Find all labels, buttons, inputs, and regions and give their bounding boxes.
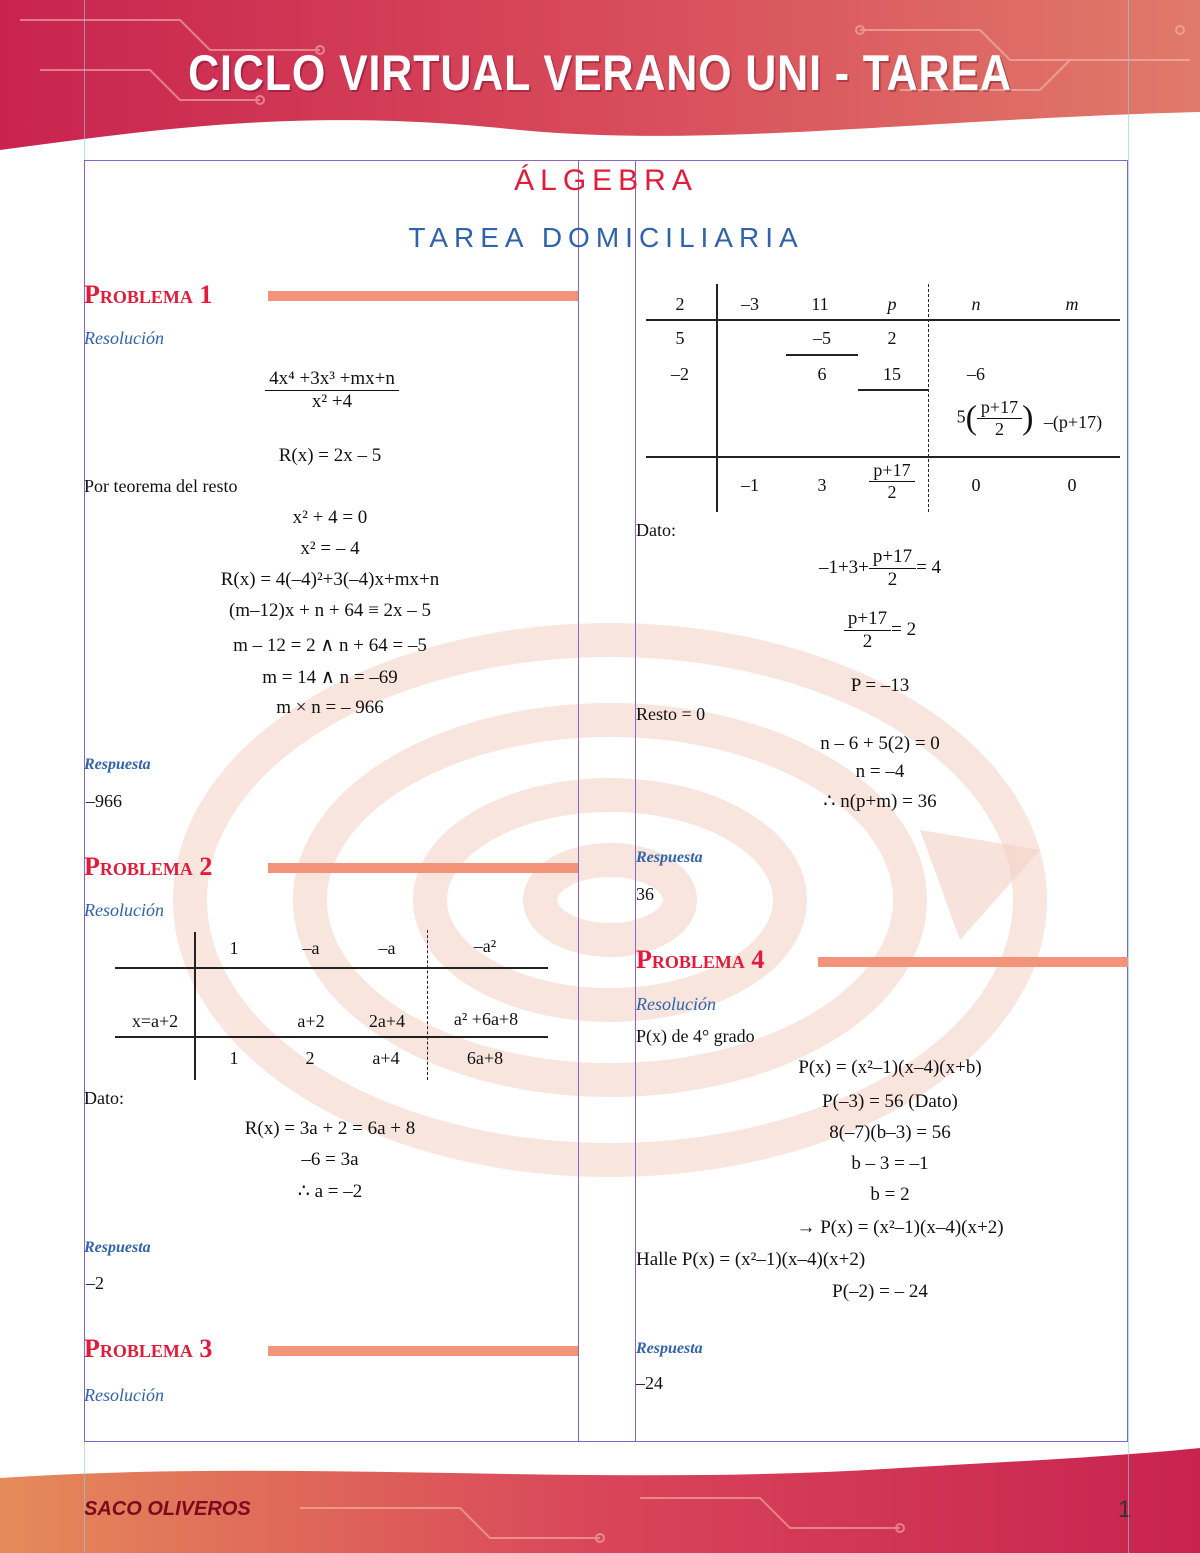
answer-label: Respuesta xyxy=(84,1239,151,1256)
p3-answer: 36 xyxy=(636,884,654,904)
resolution-label: Resolución xyxy=(636,994,716,1014)
p1-line: R(x) = 2x – 5 xyxy=(278,445,382,466)
p4-line: P(–3) = 56 (Dato) xyxy=(822,1091,958,1112)
p1-line: x² = – 4 xyxy=(300,538,360,559)
column-divider xyxy=(578,160,579,1442)
resolution-label: Resolución xyxy=(84,900,164,920)
p4-answer: –24 xyxy=(636,1373,663,1393)
answer-label: Respuesta xyxy=(636,1340,703,1357)
resolution-label: Resolución xyxy=(84,1385,164,1405)
header-band xyxy=(0,0,1200,150)
answer-label: Respuesta xyxy=(84,756,151,773)
footer-brand: SACO OLIVEROS xyxy=(84,1498,251,1520)
guide-line xyxy=(1128,0,1129,1553)
column-divider xyxy=(635,160,636,1442)
p3-line: n – 6 + 5(2) = 0 xyxy=(820,733,940,754)
p1-line: x² + 4 = 0 xyxy=(292,507,368,528)
resolution-label: Resolución xyxy=(84,328,164,348)
p1-frac-num: 4x⁴ +3x³ +mx+n xyxy=(265,368,399,391)
p4-line: 8(–7)(b–3) = 56 xyxy=(829,1122,951,1143)
problem-3-bar xyxy=(268,1346,578,1356)
p1-line: (m–12)x + n + 64 ≡ 2x – 5 xyxy=(228,600,432,621)
p4-line: b = 2 xyxy=(870,1184,910,1205)
p1-answer: –966 xyxy=(86,791,122,811)
p3-line: n = –4 xyxy=(855,761,905,782)
p3-line: Resto = 0 xyxy=(636,704,706,724)
problem-4-title: Problema 4 xyxy=(636,945,765,974)
subject-title: ÁLGEBRA xyxy=(514,164,698,197)
p1-frac-den: x² +4 xyxy=(311,391,353,412)
problem-3-title: Problema 3 xyxy=(84,1334,213,1363)
dato-label: Dato: xyxy=(636,520,676,540)
problem-1-title: Problema 1 xyxy=(84,280,213,309)
watermark-spiral-icon xyxy=(173,623,1047,1177)
answer-label: Respuesta xyxy=(636,849,703,866)
p3-line: P = –13 xyxy=(850,675,910,696)
problem-2-title: Problema 2 xyxy=(84,852,213,881)
p1-line: R(x) = 4(–4)²+3(–4)x+mx+n xyxy=(220,569,440,590)
p4-line: P(x) = (x²–1)(x–4)(x+b) xyxy=(798,1057,982,1078)
p3-line: ∴ n(p+m) = 36 xyxy=(823,791,937,812)
p2-answer: –2 xyxy=(86,1273,104,1293)
p4-line: P(x) de 4° grado xyxy=(636,1026,755,1046)
header-title: CICLO VIRTUAL VERANO UNI - TAREA xyxy=(188,45,1012,101)
p4-line: b – 3 = –1 xyxy=(851,1153,929,1174)
p1-line: m × n = – 966 xyxy=(276,697,384,718)
problem-2-bar xyxy=(268,863,578,873)
p1-line: m = 14 ∧ n = –69 xyxy=(262,667,398,688)
p1-line: Por teorema del resto xyxy=(84,476,238,496)
page-number: 1 xyxy=(1118,1496,1132,1523)
p1-line: m – 12 = 2 ∧ n + 64 = –5 xyxy=(233,635,427,656)
dato-label: Dato: xyxy=(84,1088,124,1108)
problem-4-bar xyxy=(818,957,1128,967)
p2-line: R(x) = 3a + 2 = 6a + 8 xyxy=(244,1118,416,1139)
footer-band xyxy=(0,1448,1200,1553)
section-subtitle: TAREA DOMICILIARIA xyxy=(408,222,804,253)
p4-line: P(–2) = – 24 xyxy=(832,1281,928,1302)
p4-line: Halle P(x) = (x²–1)(x–4)(x+2) xyxy=(636,1249,866,1270)
p4-line: → P(x) = (x²–1)(x–4)(x+2) xyxy=(796,1217,1004,1238)
problem-1-bar xyxy=(268,291,578,301)
content-frame xyxy=(84,160,1128,1442)
p2-line: –6 = 3a xyxy=(301,1149,359,1170)
p2-line: ∴ a = –2 xyxy=(297,1181,363,1202)
